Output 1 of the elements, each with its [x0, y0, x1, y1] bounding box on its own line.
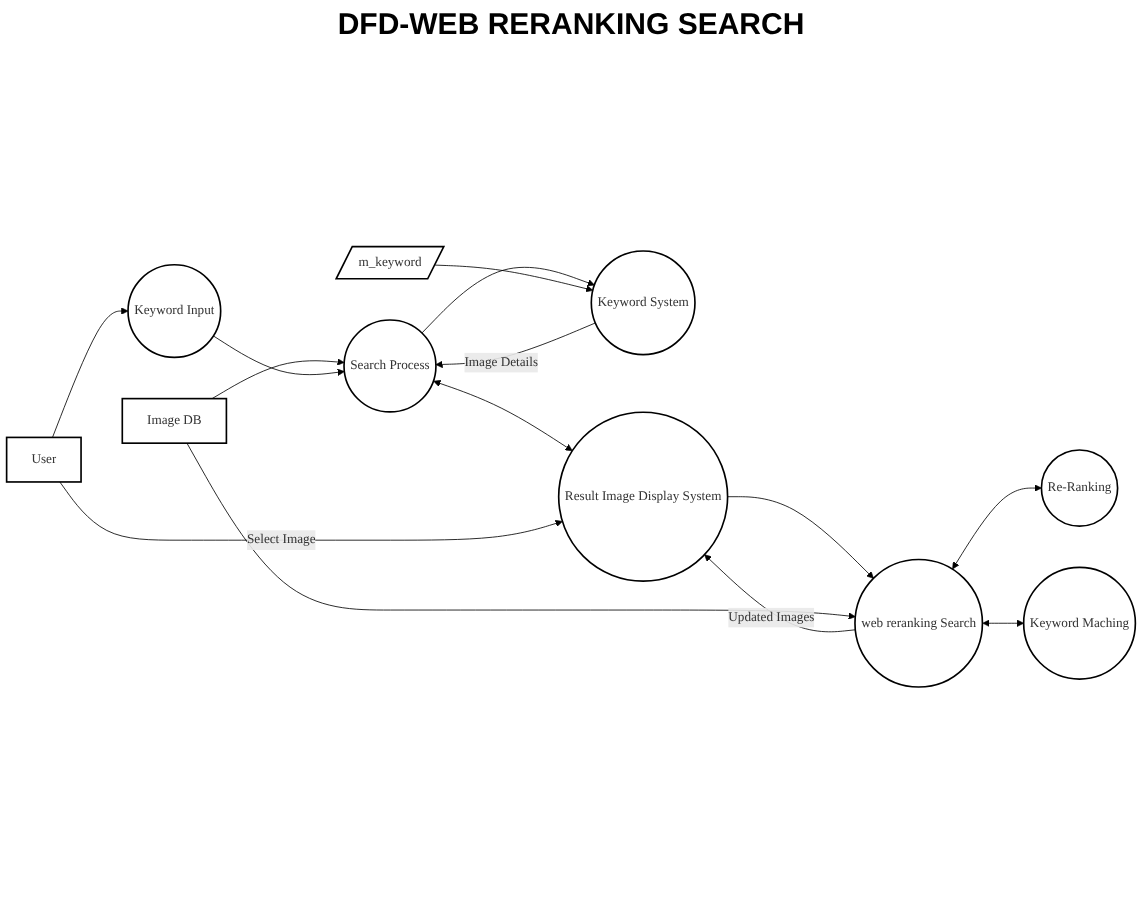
diagram-title: DFD-WEB RERANKING SEARCH	[335, 8, 807, 42]
